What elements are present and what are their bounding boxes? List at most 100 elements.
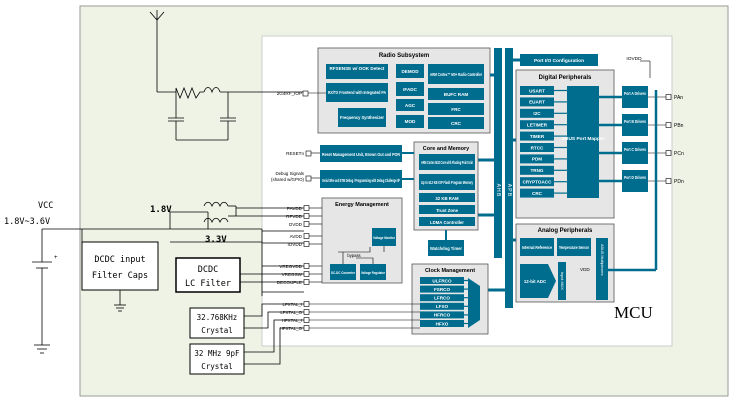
reset-management-block — [320, 145, 402, 162]
digital-label-euart: EUART — [529, 100, 545, 105]
digital-label-crc: CRC — [532, 191, 543, 196]
internal-ref-block — [520, 238, 554, 256]
adc-label: 12-bit ADC — [524, 279, 547, 284]
trust-zone-block — [419, 205, 475, 214]
crystal-32k-box — [189, 307, 245, 339]
digital-block-euart — [520, 97, 554, 107]
reset-pin-label: RESETn — [286, 151, 304, 156]
port-io-label: Port I/O Configuration — [534, 58, 584, 64]
digital-block-i2c — [520, 108, 554, 118]
digital-label-rtcc: RTCC — [531, 145, 544, 150]
digital-label-i2c: I2C — [533, 111, 541, 116]
radio-crc-label: CRC — [451, 121, 462, 126]
vcc-label: VCC — [38, 201, 53, 211]
clock-pin — [303, 317, 310, 323]
dcdc-input-caps-box — [81, 241, 159, 291]
port-pin — [665, 150, 672, 156]
port-driver-port-a-drivers — [622, 86, 648, 108]
digital-title: Digital Peripherals — [539, 75, 592, 81]
debug-pin-label-1: Debug Signals — [275, 171, 304, 176]
debug-label: Serial Wire and ETM Debug / Programming … — [322, 178, 400, 183]
clock-label-lfxo: LFXO — [436, 304, 449, 309]
energy-pin — [303, 233, 310, 239]
iovdd-label: IOVDD — [626, 56, 642, 62]
ram-label: 32 KB RAM — [435, 196, 459, 201]
clock-mux — [468, 278, 480, 328]
reset-pin — [305, 150, 312, 157]
port-driver-port-b-drivers — [622, 114, 648, 136]
digital-label-timer: TIMER — [530, 134, 545, 139]
port-driver-label: Port B Drivers — [624, 119, 646, 124]
debug-block — [320, 170, 402, 188]
flash-block — [419, 174, 475, 190]
frc-label: FRC — [451, 107, 461, 112]
clock-pin — [303, 301, 310, 307]
bypass-label: bypass — [347, 253, 360, 258]
crystal-32m-label-2: Crystal — [201, 362, 233, 371]
demod-block — [396, 64, 424, 78]
clock-block-hfxo — [420, 320, 464, 327]
core-cortex-block — [419, 154, 475, 170]
energy-pin — [303, 241, 310, 247]
ifadc-block — [396, 82, 424, 96]
clock-label-ulfrco: ULFRCO — [432, 278, 452, 283]
rx-tx-label: RX/TX Frontend with Integrated PA — [328, 90, 387, 95]
watchdog-block — [428, 240, 464, 256]
rail-18-label: 1.8V — [150, 205, 172, 215]
agc-label: AGC — [405, 103, 416, 108]
debug-pin-label-2: (shared w/GPIO) — [271, 177, 304, 182]
port-pin — [665, 122, 672, 128]
clock-block-fsrco — [420, 285, 464, 293]
voltage-regulator-block — [360, 264, 386, 280]
dbus-port-mapper — [567, 86, 599, 198]
energy-pin-label-vregvdd: VREGVDD — [279, 264, 302, 269]
digital-label-pdm: PDM — [532, 157, 542, 162]
digital-label-usart: USART — [529, 88, 545, 93]
digital-block-rtcc — [520, 143, 554, 152]
freq-synth-label: Frequency Synthesizer — [340, 115, 384, 120]
port-pin-label: PBn — [674, 123, 684, 129]
demod-label: DEMOD — [401, 69, 419, 74]
adc-block — [520, 264, 556, 298]
rail-33-label: 3.3V — [205, 235, 227, 245]
port-pin — [665, 94, 672, 100]
power-wiring — [42, 201, 304, 296]
port-io-config-block — [520, 54, 598, 66]
port-driver-label: Port C Drivers — [624, 147, 646, 152]
input-mux-block — [558, 262, 566, 300]
port-driver-label: Port D Drivers — [624, 175, 646, 180]
energy-pin — [303, 205, 310, 211]
dcdc-input-label-2: Filter Caps — [92, 271, 148, 281]
dcdc-lc-label-1: DCDC — [198, 265, 218, 275]
clock-label-lfrco: LFRCO — [434, 296, 450, 301]
ifadc-label: IFADC — [403, 87, 417, 92]
energy-title: Energy Management — [335, 202, 389, 208]
port-pin-label: PAn — [674, 95, 683, 101]
port-pin — [665, 178, 672, 184]
digital-block-letimer — [520, 120, 554, 130]
energy-pin — [303, 213, 310, 219]
core-cortex-label: ARM Cortex M33 Core with Floating Point … — [421, 160, 473, 165]
dcdc-converter-block — [330, 264, 356, 280]
port-driver-port-d-drivers — [622, 170, 648, 192]
digital-block-pdm — [520, 154, 554, 164]
energy-pin-label-pavdd: PAVDD — [287, 206, 303, 211]
crystal-32m-label-1: 32 MHz 9pF — [194, 349, 240, 358]
clock-block-hfrco — [420, 311, 464, 319]
analog-mux-block — [596, 238, 608, 300]
battery-icon — [32, 229, 52, 354]
apb-bus — [505, 48, 513, 308]
ram-block — [419, 193, 475, 202]
bufc-ram-label: BUFC RAM — [444, 92, 469, 97]
analog-title: Analog Peripherals — [538, 228, 593, 234]
voltage-monitor-label: Voltage Monitor — [373, 235, 395, 240]
rfsense-label: RFSENSE w/ OOK Detect — [330, 66, 385, 71]
energy-pin — [303, 271, 310, 277]
dbus-label: DBUS Port Mapper — [562, 136, 605, 142]
analog-mux-label: ABUS Multiplexers — [600, 244, 604, 276]
digital-label-cryptoacc: CRYPTOACC — [523, 180, 553, 185]
battery-plus: + — [54, 255, 58, 261]
energy-pin-label-dvdd: DVDD — [289, 222, 303, 227]
